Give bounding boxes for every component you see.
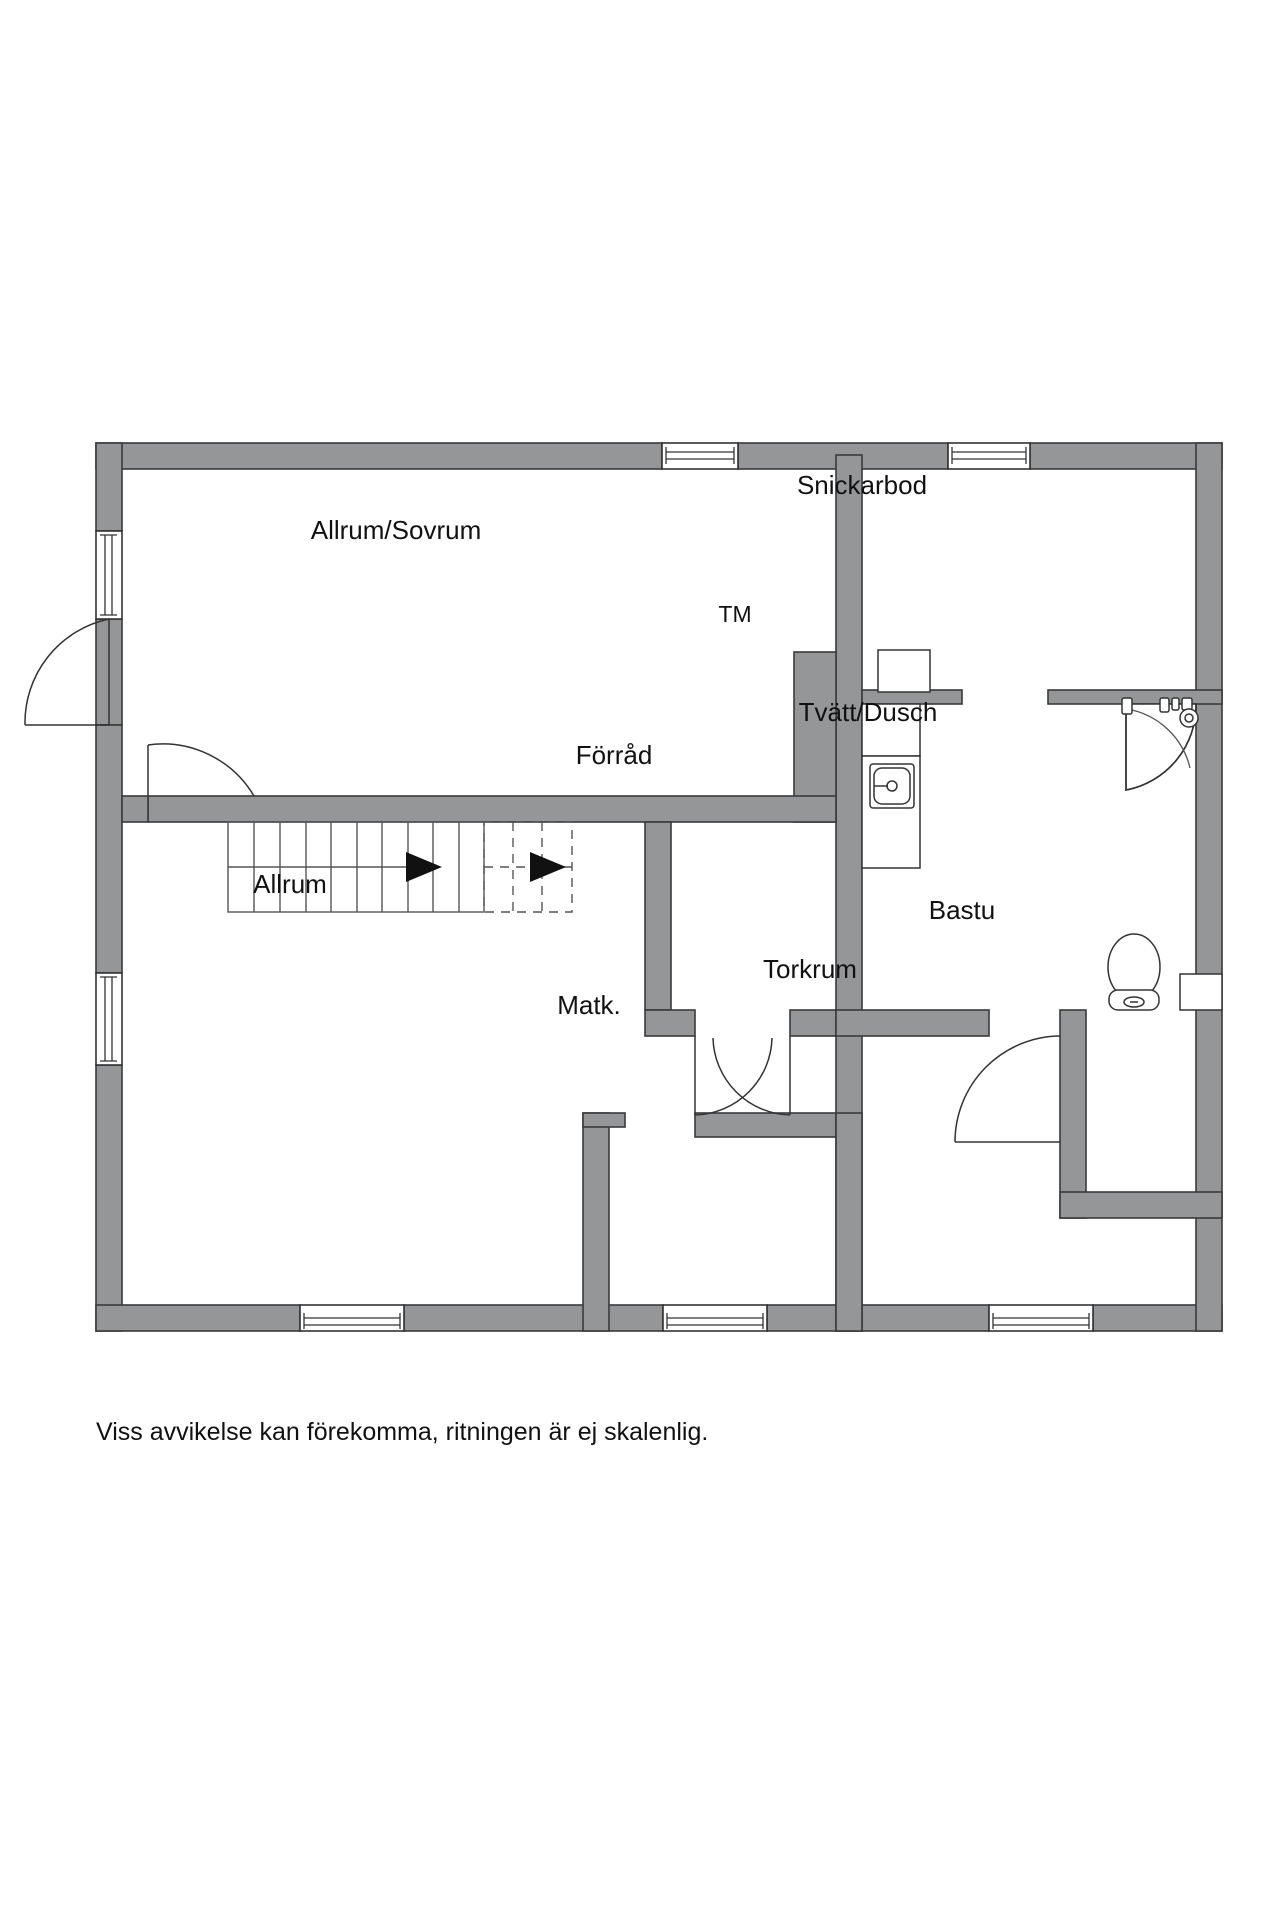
room-label-forrad: Förråd [576, 740, 653, 770]
room-label-group: Allrum/Sovrum Snickarbod Tvätt/Dusch För… [253, 470, 995, 1020]
wall-forrad-west [644, 821, 672, 1011]
window-bottom-2 [662, 1304, 768, 1332]
door-bastu [954, 1035, 1061, 1143]
window-top-2 [947, 442, 1031, 470]
drawing-caption: Viss avvikelse kan förekomma, ritningen … [96, 1418, 708, 1446]
shower-cabin [1121, 697, 1199, 791]
cabinet-box [877, 649, 931, 693]
fixture-group [861, 649, 1223, 1011]
wall-top-left [95, 442, 663, 470]
room-label-allrum-sovrum: Allrum/Sovrum [311, 515, 481, 545]
sink-basin [861, 755, 921, 869]
stair-direction-arrow-2 [530, 852, 566, 882]
wall-bottom-seg-b [403, 1304, 664, 1332]
window-bottom-1 [299, 1304, 405, 1332]
appliance-label-washing-machine: TM [718, 601, 751, 627]
washing-machine-box [861, 703, 921, 757]
staircase [227, 821, 573, 913]
window-bottom-3 [988, 1304, 1094, 1332]
room-label-torkrum: Torkrum [763, 954, 857, 984]
wall-bastu-west [1059, 1009, 1087, 1219]
small-cabinet [1179, 973, 1223, 1011]
door-interior-allrum [147, 743, 255, 797]
room-label-matk: Matk. [557, 990, 621, 1020]
room-label-allrum: Allrum [253, 869, 327, 899]
wall-matk-north [694, 1112, 837, 1138]
wall-forrad-south-left [644, 1009, 696, 1037]
room-label-bastu: Bastu [929, 895, 996, 925]
door-group [24, 618, 1061, 1143]
wall-tvatt-divider-right [1047, 689, 1223, 705]
wall-sovrum-south-stub [121, 795, 149, 823]
door-entry-exterior [24, 618, 110, 726]
wall-bastu-south [1059, 1191, 1223, 1219]
window-top-1 [661, 442, 739, 470]
wall-left-seg-b [95, 724, 123, 974]
wall-matk-east [835, 1112, 863, 1332]
wall-bottom-seg-c [766, 1304, 990, 1332]
window-left-1 [95, 530, 123, 620]
wall-bottom-seg-a [95, 1304, 301, 1332]
room-label-snickarbod: Snickarbod [797, 470, 927, 500]
window-left-2 [95, 972, 123, 1066]
wall-forrad-south-right [789, 1009, 837, 1037]
wall-sovrum-jog-vertical [793, 651, 837, 823]
wall-left-seg-c [95, 1064, 123, 1332]
stair-direction-arrow-1 [406, 852, 442, 882]
window-group [95, 442, 1094, 1332]
toilet-wc [1107, 933, 1161, 1011]
wall-sovrum-south [147, 795, 837, 823]
wall-left-upper-stub [95, 442, 123, 532]
wall-matk-west [582, 1112, 610, 1332]
wall-torkrum-north [835, 1009, 990, 1037]
wall-group [95, 442, 1223, 1332]
wall-right-exterior [1195, 442, 1223, 1332]
room-label-tvatt-dusch: Tvätt/Dusch [799, 697, 938, 727]
wall-matk-nub [582, 1112, 626, 1128]
door-forrad-double [694, 1036, 791, 1116]
wall-top-right [1029, 442, 1223, 470]
